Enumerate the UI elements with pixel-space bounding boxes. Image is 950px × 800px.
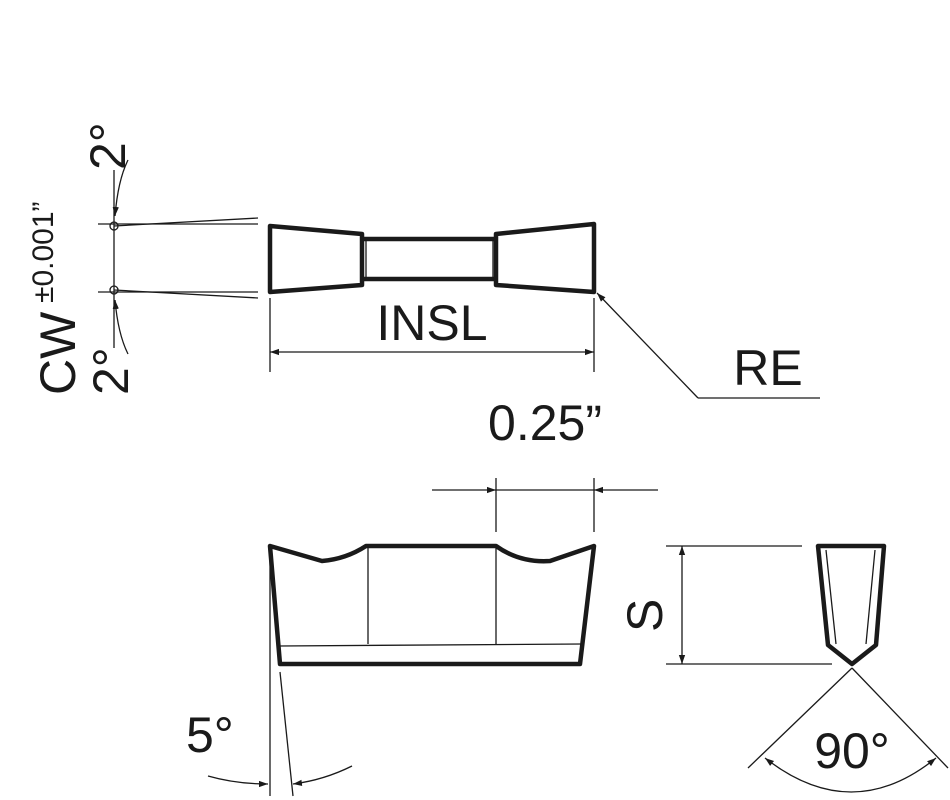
cw-dimension — [98, 159, 259, 355]
included-angle-dimension — [747, 667, 949, 793]
included-angle-label: 90° — [814, 723, 890, 779]
re-label: RE — [733, 340, 802, 396]
front-view — [267, 543, 597, 667]
end-view-inner-lines — [825, 549, 876, 645]
insl-label: INSL — [376, 295, 487, 351]
relief-angle-dimension — [207, 552, 353, 797]
end-view — [815, 543, 887, 667]
top-view-neck — [364, 236, 494, 282]
top-view — [267, 221, 597, 295]
cw-tolerance-label: ±0.001” — [27, 201, 60, 303]
cw-label: CW — [30, 311, 86, 395]
taper-angle-bottom-label: 2° — [83, 347, 139, 395]
width-dimension — [432, 478, 658, 532]
top-view-neck-joints — [365, 239, 494, 279]
s-label: S — [617, 599, 673, 632]
cw-label-group: CW ±0.001” — [27, 201, 86, 395]
relief-angle-label: 5° — [186, 707, 234, 763]
front-view-outline — [267, 543, 597, 667]
top-view-left-end — [267, 223, 365, 295]
end-view-outline — [815, 543, 887, 667]
top-view-right-end — [493, 221, 597, 295]
insl-dimension — [269, 298, 595, 372]
front-view-inner-lines — [278, 548, 583, 647]
width-dimension-label: 0.25” — [488, 395, 602, 451]
re-leader — [596, 292, 820, 399]
taper-angle-top-label: 2° — [80, 122, 136, 170]
s-dimension — [666, 545, 832, 665]
